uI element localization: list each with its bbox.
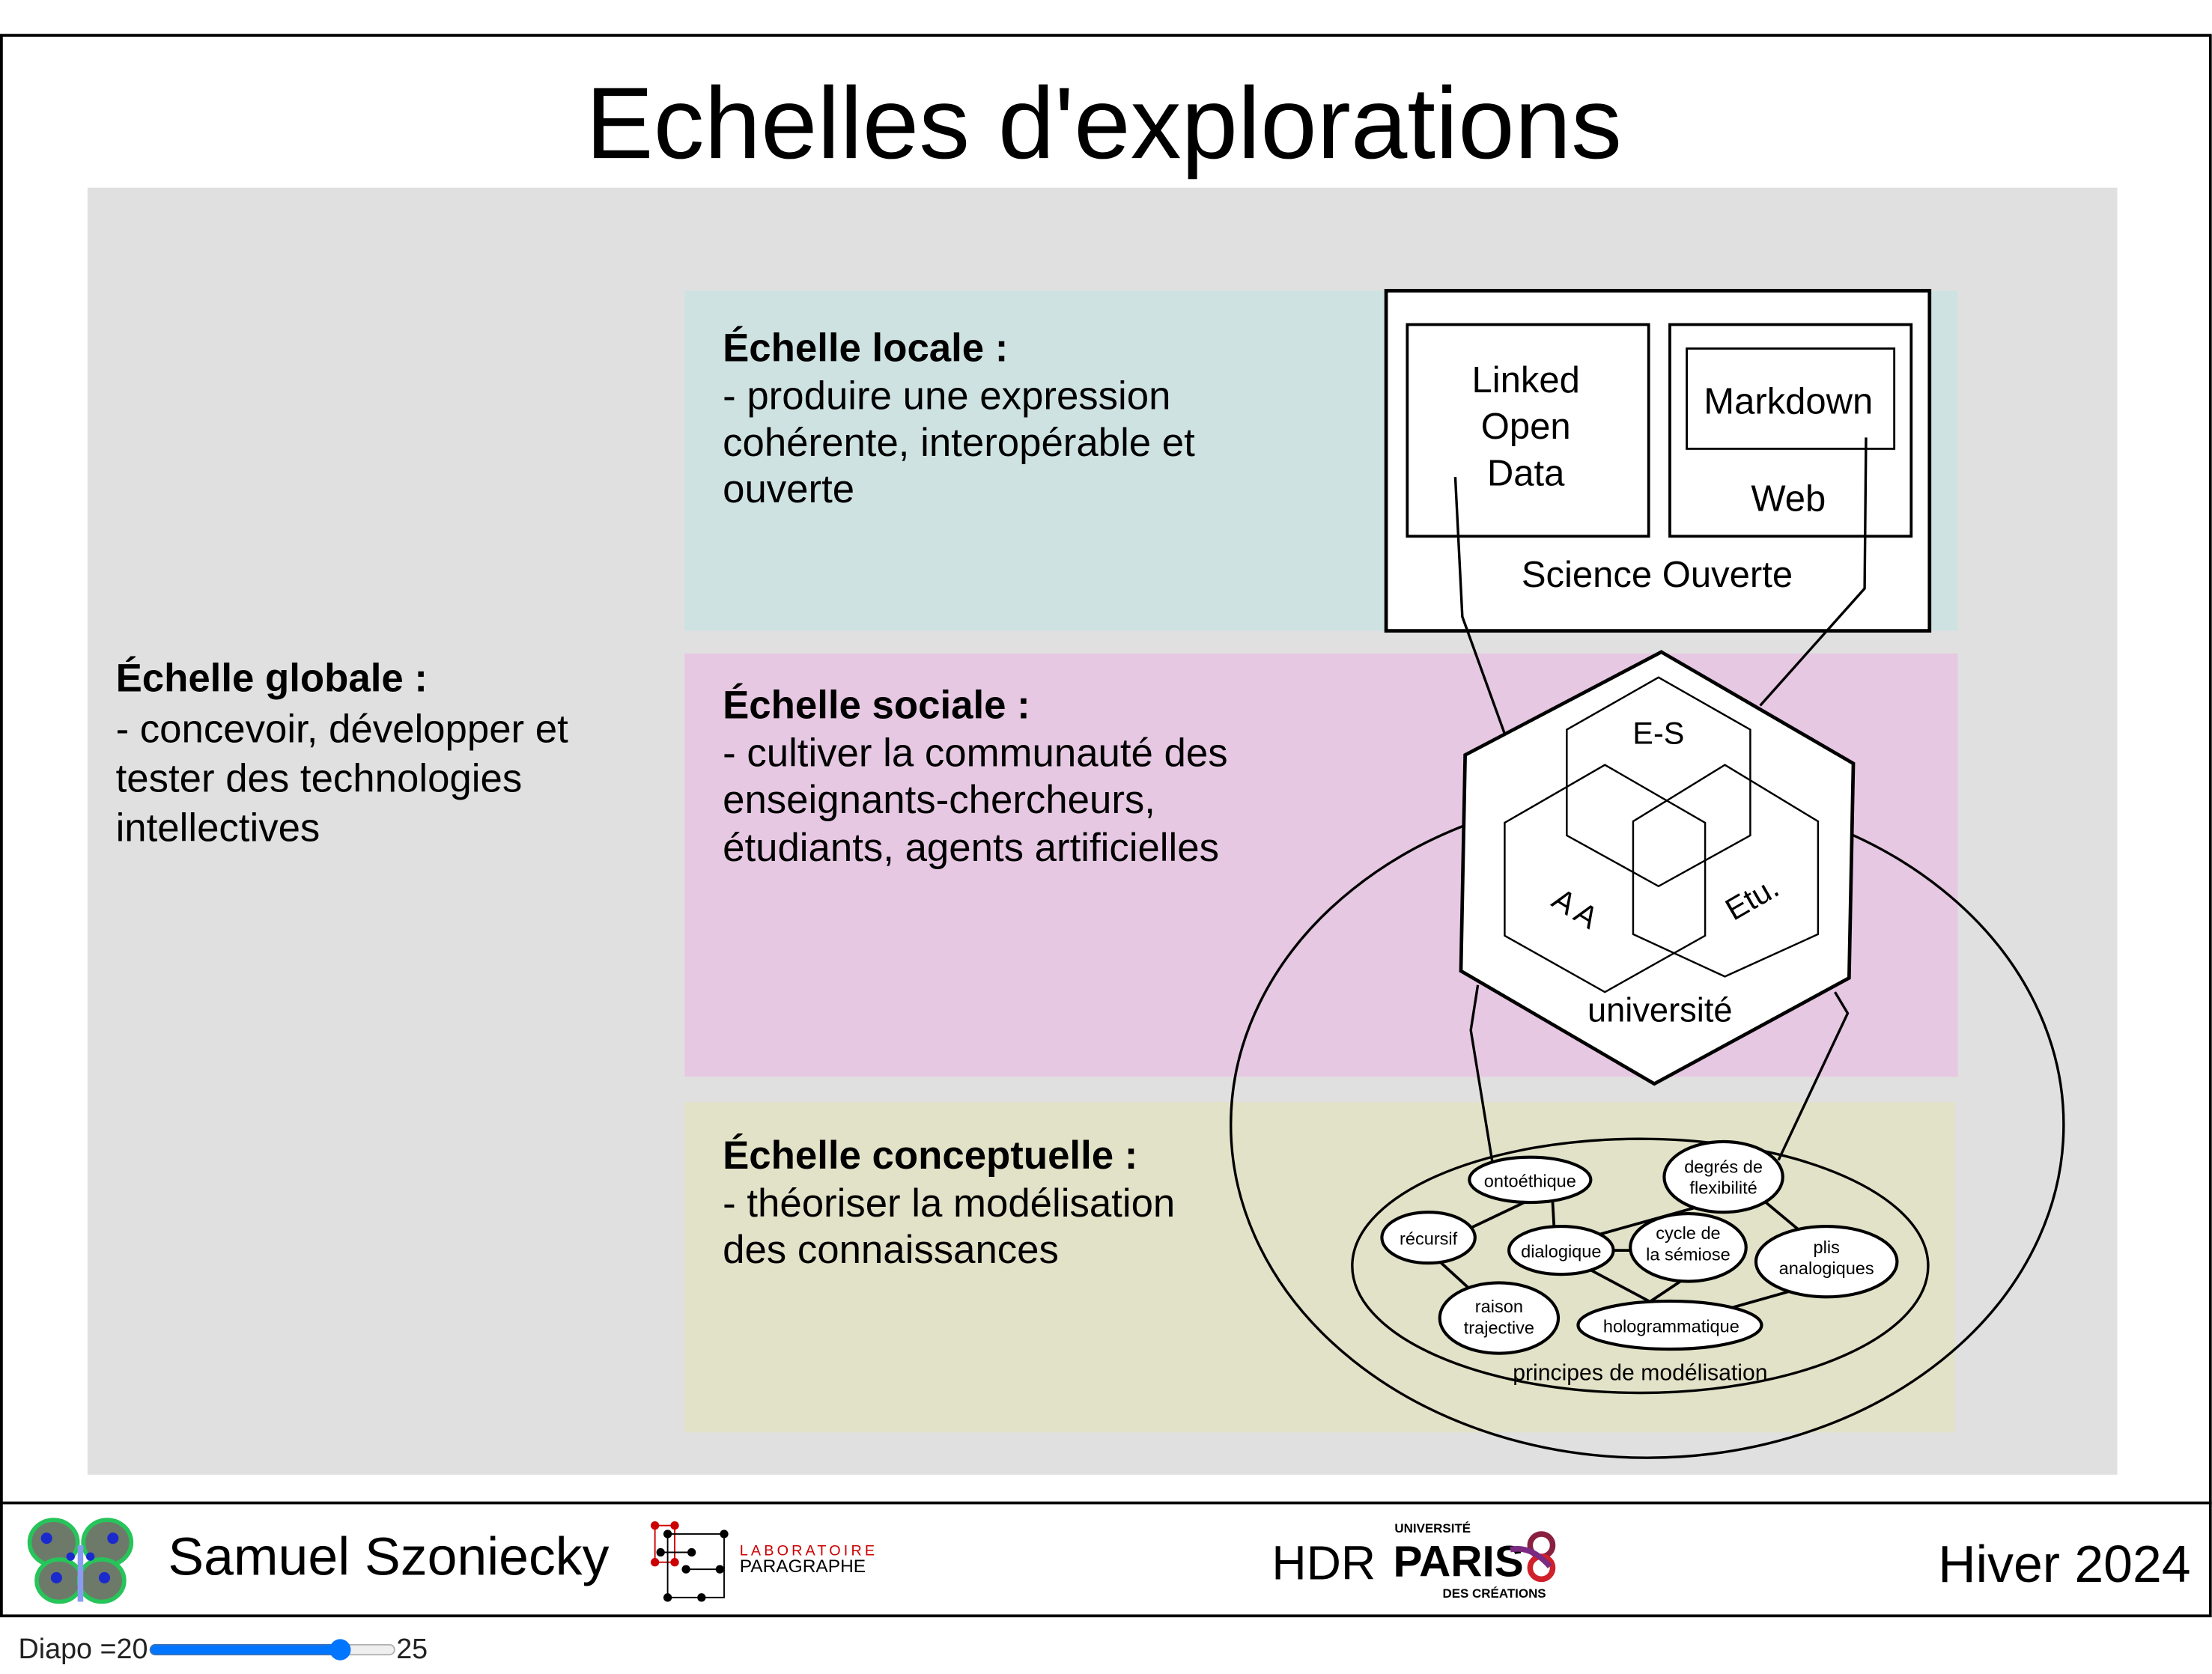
heading: Échelle conceptuelle : bbox=[723, 1133, 1137, 1178]
web-label: Web bbox=[1751, 478, 1826, 519]
principes-ellipse bbox=[1351, 1137, 1930, 1395]
node-plis: plis bbox=[1814, 1238, 1840, 1257]
principes-nodes bbox=[1380, 1139, 1899, 1355]
node-plis: analogiques bbox=[1779, 1258, 1874, 1278]
science-ouverte-label: Science Ouverte bbox=[1522, 555, 1793, 595]
line: cohérente, interopérable et bbox=[723, 421, 1195, 465]
lab-name-top: LABORATOIRE bbox=[740, 1542, 878, 1559]
line: - cultiver la communauté des bbox=[723, 731, 1228, 776]
line: intellectives bbox=[116, 806, 320, 850]
heading: Échelle sociale : bbox=[723, 682, 1030, 727]
univ-top: UNIVERSITÉ bbox=[1394, 1521, 1471, 1535]
author-name: Samuel Szoniecky bbox=[168, 1527, 609, 1587]
node-degres: degrés de bbox=[1684, 1157, 1763, 1176]
community-hexagons bbox=[1504, 676, 1820, 993]
node-raison: trajective bbox=[1464, 1318, 1534, 1337]
node-recursif: récursif bbox=[1400, 1229, 1458, 1249]
sociale-scale-text: Échelle sociale : - cultiver la communau… bbox=[723, 682, 1228, 869]
paris8-logo: UNIVERSITÉ PARIS DES CRÉATIONS bbox=[1393, 1521, 1556, 1601]
butterfly-logo-icon bbox=[27, 1518, 134, 1604]
node-cycle: cycle de bbox=[1656, 1223, 1720, 1243]
slide-navigation: Diapo = 20 25 bbox=[19, 1631, 428, 1668]
season-label: Hiver 2024 bbox=[1938, 1535, 2190, 1593]
conceptuelle-scale-text: Échelle conceptuelle : - théoriser la mo… bbox=[723, 1133, 1175, 1272]
slide-title: Echelles d'explorations bbox=[586, 66, 1622, 180]
line: - produire une expression bbox=[723, 374, 1170, 418]
slide-slider[interactable] bbox=[148, 1638, 397, 1661]
lod-label: Open bbox=[1481, 407, 1571, 447]
node-cycle: la sémiose bbox=[1646, 1244, 1731, 1264]
paragraphe-logo-icon bbox=[650, 1521, 729, 1602]
line: étudiants, agents artificielles bbox=[723, 826, 1219, 870]
science-ouverte-diagram bbox=[1384, 288, 1932, 633]
hdr-label: HDR bbox=[1271, 1535, 1376, 1589]
line: enseignants-chercheurs, bbox=[723, 778, 1155, 822]
line: tester des technologies bbox=[116, 756, 523, 800]
markdown-label: Markdown bbox=[1704, 381, 1873, 421]
es-label: E-S bbox=[1632, 715, 1684, 750]
line: des connaissances bbox=[723, 1228, 1059, 1272]
universite-hexagon bbox=[1459, 650, 1856, 1086]
node-degres: flexibilité bbox=[1689, 1178, 1757, 1198]
eight-icon bbox=[1510, 1531, 1556, 1583]
lab-name-bottom: PARAGRAPHE bbox=[740, 1556, 866, 1577]
heading: Échelle locale : bbox=[723, 326, 1008, 371]
slide-max: 25 bbox=[396, 1633, 428, 1665]
principes-edges bbox=[1438, 1201, 1801, 1312]
node-holo: hologrammatique bbox=[1603, 1316, 1739, 1336]
node-ontoethique: ontoéthique bbox=[1484, 1171, 1576, 1190]
node-raison: raison bbox=[1475, 1297, 1523, 1316]
lod-label: Data bbox=[1487, 453, 1565, 493]
heading: Échelle globale : bbox=[116, 656, 428, 701]
connector-lines bbox=[1453, 437, 1868, 1169]
univ-bottom: DES CRÉATIONS bbox=[1442, 1586, 1546, 1601]
principes-label: principes de modélisation bbox=[1513, 1361, 1767, 1386]
line: - théoriser la modélisation bbox=[723, 1181, 1175, 1226]
univ-name: PARIS bbox=[1393, 1538, 1523, 1586]
global-scale-text: Échelle globale : - concevoir, développe… bbox=[116, 656, 569, 850]
universite-label: université bbox=[1587, 991, 1733, 1029]
slide-value: 20 bbox=[116, 1633, 148, 1665]
node-dialogique: dialogique bbox=[1521, 1242, 1601, 1261]
line: - concevoir, développer et bbox=[116, 707, 569, 752]
line: ouverte bbox=[723, 467, 854, 511]
locale-scale-text: Échelle locale : - produire une expressi… bbox=[723, 326, 1195, 512]
lod-label: Linked bbox=[1471, 360, 1579, 401]
slide-label: Diapo = bbox=[18, 1633, 117, 1665]
